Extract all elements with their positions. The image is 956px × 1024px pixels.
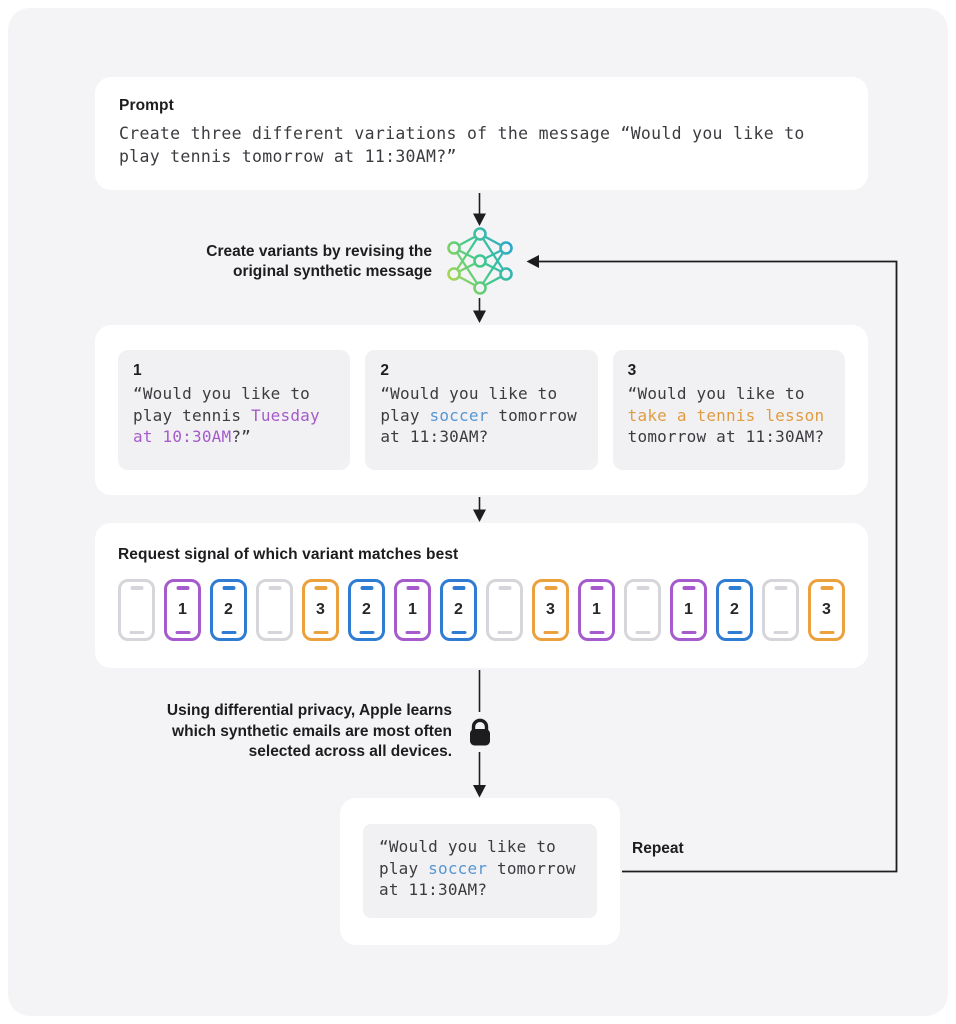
phone-number: 2 <box>730 601 739 618</box>
phone-number: 1 <box>684 601 693 618</box>
prompt-card: Prompt Create three different variations… <box>95 77 868 190</box>
result-card: “Would you like to play soccer tomorrow … <box>340 798 620 945</box>
phone-homebar <box>635 630 650 634</box>
phone-notch <box>498 586 511 590</box>
phone-notch <box>590 586 603 590</box>
phone-homebar <box>681 630 696 634</box>
phone-number: 3 <box>546 601 555 618</box>
phone-homebar <box>589 630 604 634</box>
phone-number: 2 <box>362 601 371 618</box>
phone-homebar <box>543 630 558 634</box>
phone-number: 2 <box>454 601 463 618</box>
phone-icon-variant-3: 3 <box>808 579 845 641</box>
variant-box-1: 1 “Would you like to play tennis Tuesday… <box>118 350 351 470</box>
phone-notch <box>728 586 741 590</box>
phone-notch <box>130 586 143 590</box>
phone-notch <box>176 586 189 590</box>
message-segment: take a tennis lesson <box>627 405 825 425</box>
message-segment: “Would you like to <box>627 384 805 403</box>
phone-notch <box>452 586 465 590</box>
phone-icon-variant-2: 2 <box>440 579 477 641</box>
phone-number: 1 <box>408 601 417 618</box>
variant-box-2: 2 “Would you like to play soccer tomorro… <box>365 350 598 470</box>
phone-notch <box>406 586 419 590</box>
message-segment: ?” <box>231 427 251 446</box>
phone-icon-variant-2: 2 <box>348 579 385 641</box>
phone-notch <box>360 586 373 590</box>
phone-icon-variant-3: 3 <box>532 579 569 641</box>
phone-notch <box>268 586 281 590</box>
phone-icon-variant-1: 1 <box>164 579 201 641</box>
phone-notch <box>314 586 327 590</box>
phone-notch <box>682 586 695 590</box>
phone-homebar <box>129 630 144 634</box>
prompt-title: Prompt <box>119 97 174 114</box>
phone-icon-variant-2: 2 <box>210 579 247 641</box>
result-message-box: “Would you like to play soccer tomorrow … <box>363 824 597 918</box>
phone-icon-variant-1: 1 <box>394 579 431 641</box>
phone-icon-variant-1: 1 <box>670 579 707 641</box>
variant-message: “Would you like to play soccer tomorrow … <box>380 383 582 448</box>
phone-notch <box>544 586 557 590</box>
phone-number: 1 <box>592 601 601 618</box>
phone-number: 2 <box>224 601 233 618</box>
phone-number: 3 <box>822 601 831 618</box>
phone-homebar <box>497 630 512 634</box>
result-message: “Would you like to play soccer tomorrow … <box>379 836 581 901</box>
phones-row: 1 2 3 2 1 2 3 1 1 2 3 <box>118 579 845 641</box>
phone-icon-empty <box>762 579 799 641</box>
prompt-body: Create three different variations of the… <box>119 124 805 166</box>
phone-notch <box>774 586 787 590</box>
variant-number: 2 <box>380 362 389 379</box>
message-segment: “Would you like to play tennis <box>133 384 310 425</box>
phone-number: 3 <box>316 601 325 618</box>
message-segment: Tuesday at 10:30AM <box>133 405 320 447</box>
phone-homebar <box>451 630 466 634</box>
phone-homebar <box>359 630 374 634</box>
phone-icon-empty <box>486 579 523 641</box>
phone-icon-empty <box>118 579 155 641</box>
variants-card: 1 “Would you like to play tennis Tuesday… <box>95 325 868 495</box>
variant-message: “Would you like to take a tennis lesson … <box>628 383 830 448</box>
phone-homebar <box>221 630 236 634</box>
nn-step-label: Create variants by revising the original… <box>206 243 432 280</box>
phone-homebar <box>175 630 190 634</box>
message-segment: soccer <box>429 405 489 425</box>
phone-homebar <box>727 630 742 634</box>
variant-number: 3 <box>627 362 637 379</box>
variant-message: “Would you like to play tennis Tuesday a… <box>133 383 335 448</box>
request-signal-title: Request signal of which variant matches … <box>118 546 459 563</box>
phone-icon-variant-1: 1 <box>578 579 615 641</box>
phone-homebar <box>313 630 328 634</box>
phone-homebar <box>267 630 282 634</box>
request-signal-card: Request signal of which variant matches … <box>95 523 868 668</box>
phone-icon-variant-3: 3 <box>302 579 339 641</box>
message-segment: soccer <box>428 858 488 878</box>
repeat-label: Repeat <box>632 840 684 857</box>
phone-notch <box>636 586 649 590</box>
phone-icon-empty <box>256 579 293 641</box>
variant-box-3: 3 “Would you like to take a tennis lesso… <box>612 350 845 470</box>
phone-notch <box>820 586 833 590</box>
phone-number: 1 <box>178 601 187 618</box>
phone-homebar <box>773 630 788 634</box>
variant-number: 1 <box>133 362 142 379</box>
privacy-step-label: Using differential privacy, Apple learns… <box>166 702 452 760</box>
message-segment: tomorrow at 11:30AM? <box>627 427 825 446</box>
phone-homebar <box>405 630 420 634</box>
phone-homebar <box>819 630 834 634</box>
phone-icon-empty <box>624 579 661 641</box>
phone-notch <box>222 586 235 590</box>
phone-icon-variant-2: 2 <box>716 579 753 641</box>
